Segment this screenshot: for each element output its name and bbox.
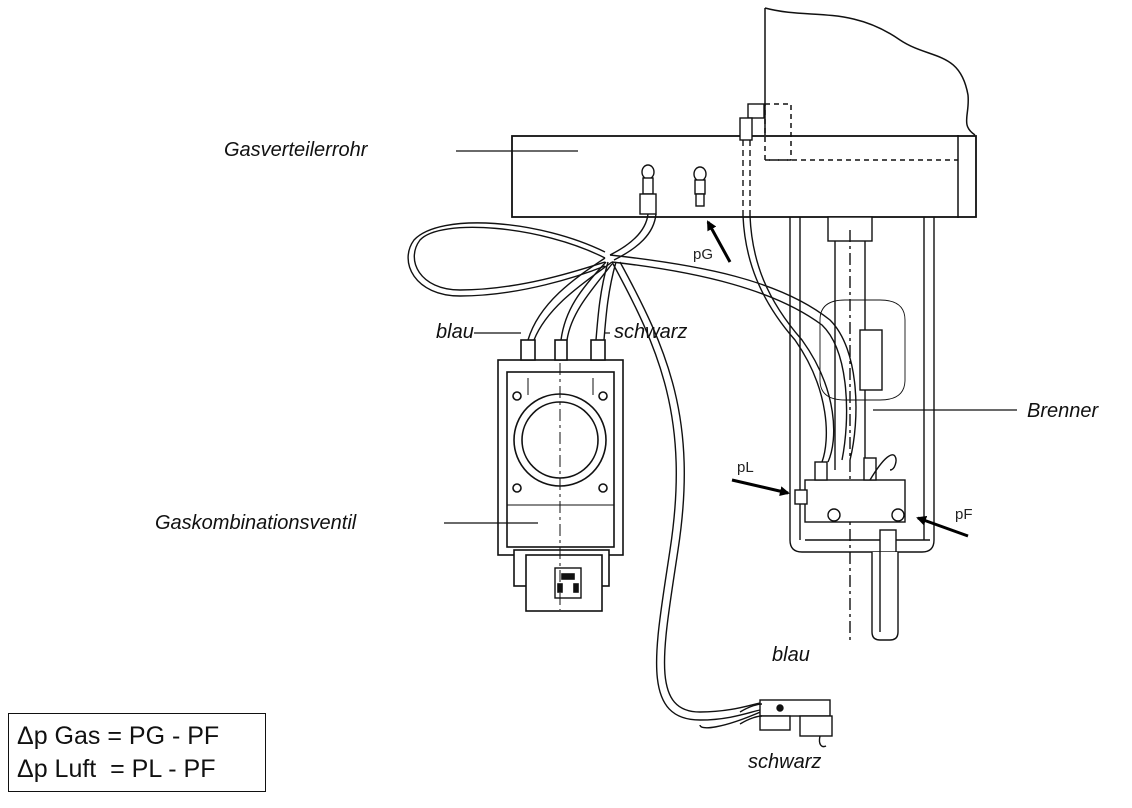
burner-housing	[789, 216, 935, 640]
test-nipple-left	[639, 164, 657, 215]
label-pG: pG	[693, 246, 714, 263]
formula-air: Δp Luft = PL - PF	[17, 755, 216, 783]
gas-combination-valve	[497, 339, 624, 612]
hoses	[407, 213, 897, 729]
label-pL: pL	[737, 459, 754, 476]
test-nipple-pG	[693, 166, 707, 207]
label-black-bottom: schwarz	[748, 751, 822, 773]
leader-lines	[444, 150, 1017, 524]
formula-box: Δp Gas = PG - PF Δp Luft = PL - PF	[8, 713, 266, 792]
housing-wall	[764, 7, 976, 218]
label-gas-distributor-pipe: Gasverteilerrohr	[224, 139, 368, 161]
burner-manifold	[794, 457, 906, 641]
label-blue-bottom: blau	[772, 644, 810, 666]
label-gas-combination-valve: Gaskombinationsventil	[155, 512, 357, 534]
label-blue-top: blau	[436, 321, 474, 343]
pressure-switch	[739, 699, 833, 748]
label-pF: pF	[955, 506, 973, 523]
elbow-fitting	[739, 103, 765, 216]
label-burner: Brenner	[1027, 400, 1099, 422]
label-black-top: schwarz	[614, 321, 688, 343]
pressure-arrows	[706, 220, 969, 538]
formula-gas: Δp Gas = PG - PF	[17, 722, 220, 750]
gas-distributor-pipe	[511, 135, 977, 218]
